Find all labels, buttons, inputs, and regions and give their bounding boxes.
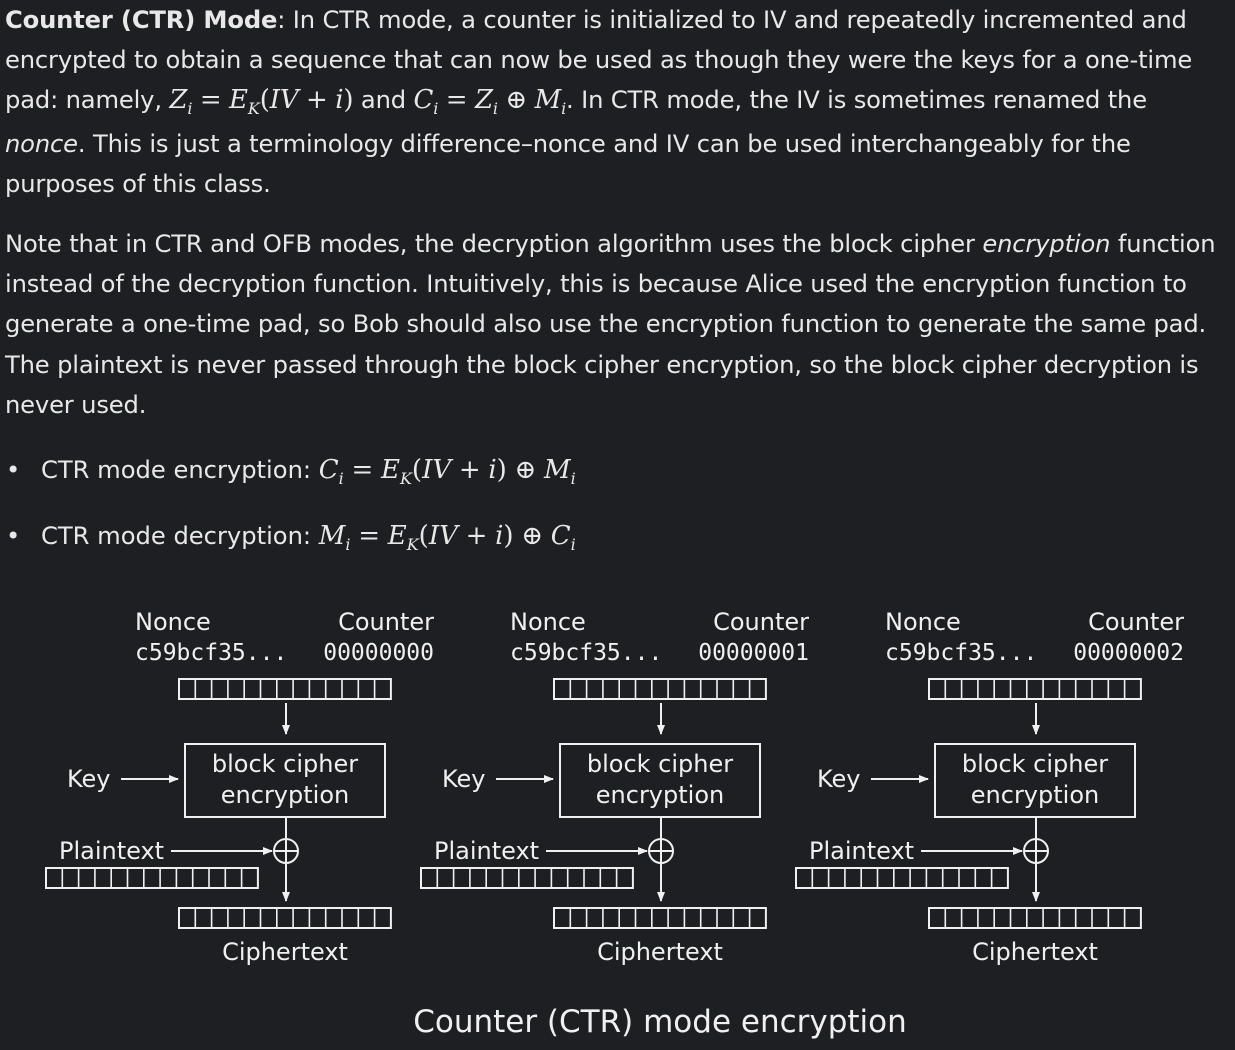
block-cipher-label: block cipher [962,750,1108,778]
cipher-unit: Nonce Counter c59bcf35... 00000001 block cip… [420,608,809,966]
nonce-value: c59bcf35... [510,640,662,666]
encryption-label: encryption [221,781,349,809]
diagram-caption: Counter (CTR) mode encryption [413,1004,907,1040]
nonce-value: c59bcf35... [885,640,1037,666]
encryption-label: encryption [596,781,724,809]
decryption-label: CTR mode decryption: [41,522,319,550]
counter-value: 00000001 [698,640,809,666]
key-label: Key [442,765,486,793]
nonce-label: Nonce [885,608,961,636]
counter-block [553,678,767,700]
bullet-icon: • [6,522,21,550]
nonce-emphasis: nonce [5,129,78,158]
key-label: Key [67,765,111,793]
ciphertext-label: Ciphertext [597,938,723,966]
ciphertext-label: Ciphertext [222,938,348,966]
counter-label: Counter [338,608,434,636]
formula-list: • CTR mode encryption: Ci = EK(IV + i) ⊕ … [0,448,1230,580]
nonce-value: c59bcf35... [135,640,287,666]
plaintext-label: Plaintext [434,837,539,865]
block-cipher-label: block cipher [212,750,358,778]
xor-icon [648,838,674,864]
xor-icon [273,838,299,864]
nonce-label: Nonce [510,608,586,636]
decryption-note-paragraph: Note that in CTR and OFB modes, the decr… [5,224,1231,425]
ciphertext-block [553,907,767,929]
encryption-emphasis: encryption [982,230,1111,258]
nonce-label: Nonce [135,608,211,636]
ciphertext-block [178,907,392,929]
list-item-decryption: • CTR mode decryption: Mi = EK(IV + i) ⊕ … [0,514,1230,580]
ctr-mode-diagram: Nonce Counter c59bcf35... 00000000 block cip… [45,608,1184,1040]
formula-zi: Zi = EK(IV + i) [169,85,354,119]
p1-text-1: : In CTR mode, a counter is initialized … [5,6,1193,115]
counter-label: Counter [713,608,809,636]
plaintext-label: Plaintext [59,837,164,865]
formula-ci: Ci = Zi ⊕ Mi [413,85,567,119]
p2-text-2: function instead of the decryption funct… [5,230,1216,419]
plaintext-block [45,867,259,889]
cipher-unit: Nonce Counter c59bcf35... 00000002 block cip… [795,608,1184,966]
plaintext-block [420,867,634,889]
p2-text-1: Note that in CTR and OFB modes, the decr… [5,230,983,258]
xor-icon [1023,838,1049,864]
encryption-label: CTR mode encryption: [41,456,319,484]
p1-text-2: and [353,86,414,115]
p1-text-3: . In CTR mode, the IV is sometimes renam… [566,86,1147,115]
list-item-encryption: • CTR mode encryption: Ci = EK(IV + i) ⊕ … [0,448,1230,514]
encryption-formula: Ci = EK(IV + i) ⊕ Mi [318,455,576,488]
ctr-mode-heading: Counter (CTR) Mode [5,6,278,34]
decryption-formula: Mi = EK(IV + i) ⊕ Ci [318,521,576,554]
encryption-label: encryption [971,781,1099,809]
plaintext-label: Plaintext [809,837,914,865]
counter-block [928,678,1142,700]
ciphertext-block [928,907,1142,929]
counter-value: 00000002 [1073,640,1184,666]
plaintext-block [795,867,1009,889]
bullet-icon: • [6,456,21,484]
block-cipher-label: block cipher [587,750,733,778]
counter-value: 00000000 [323,640,434,666]
counter-block [178,678,392,700]
p1-text-4: . This is just a terminology difference–… [5,129,1131,198]
ctr-mode-paragraph: Counter (CTR) Mode: In CTR mode, a count… [5,0,1231,204]
ciphertext-label: Ciphertext [972,938,1098,966]
counter-label: Counter [1088,608,1184,636]
key-label: Key [817,765,861,793]
cipher-unit: Nonce Counter c59bcf35... 00000000 block cip… [45,608,434,966]
